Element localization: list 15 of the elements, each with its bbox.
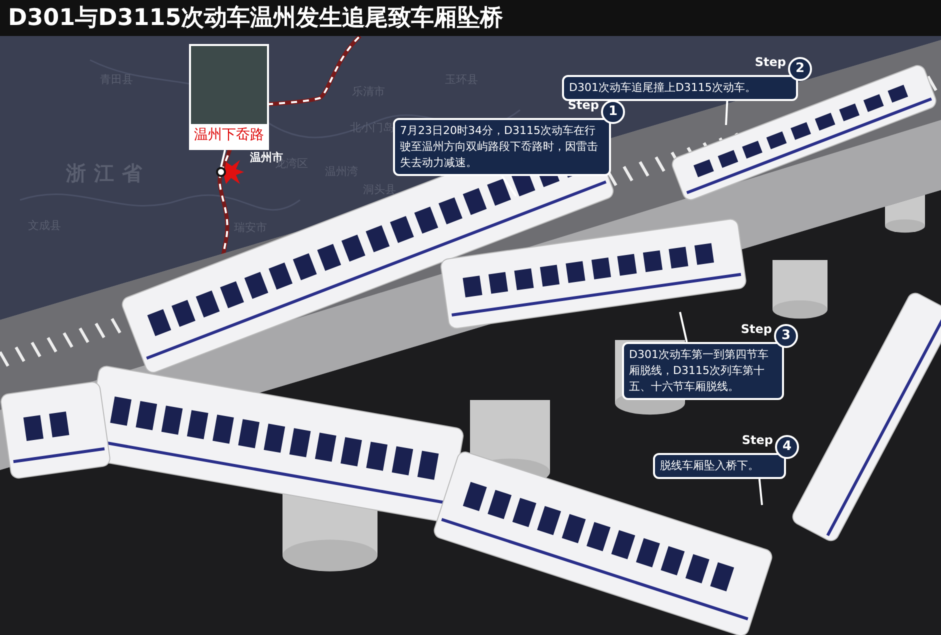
photo-card bbox=[189, 44, 269, 150]
step-label: Step bbox=[742, 433, 773, 447]
step-label: Step bbox=[754, 55, 786, 69]
callout-box: 7月23日20时34分，D3115次动车在行驶至温州方向双屿路段下岙路时，因雷击失去动力减速。 bbox=[393, 118, 611, 176]
step-label: Step bbox=[740, 322, 772, 336]
callout-box: 脱线车厢坠入桥下。 bbox=[653, 453, 786, 479]
leader-line bbox=[725, 100, 728, 126]
photo-caption: 温州下岙路 bbox=[193, 126, 265, 145]
callout-box: D301次动车追尾撞上D3115次动车。 bbox=[562, 75, 798, 101]
callout-box: D301次动车第一到第四节车厢脱线，D3115次列车第十五、十六节车厢脱线。 bbox=[622, 342, 784, 400]
leader-line bbox=[758, 478, 763, 506]
step-label: Step bbox=[568, 98, 599, 112]
title: D301与D3115次动车温州发生追尾致车厢坠桥 bbox=[0, 0, 941, 36]
leader-line bbox=[679, 312, 688, 342]
leader-line bbox=[501, 175, 517, 197]
